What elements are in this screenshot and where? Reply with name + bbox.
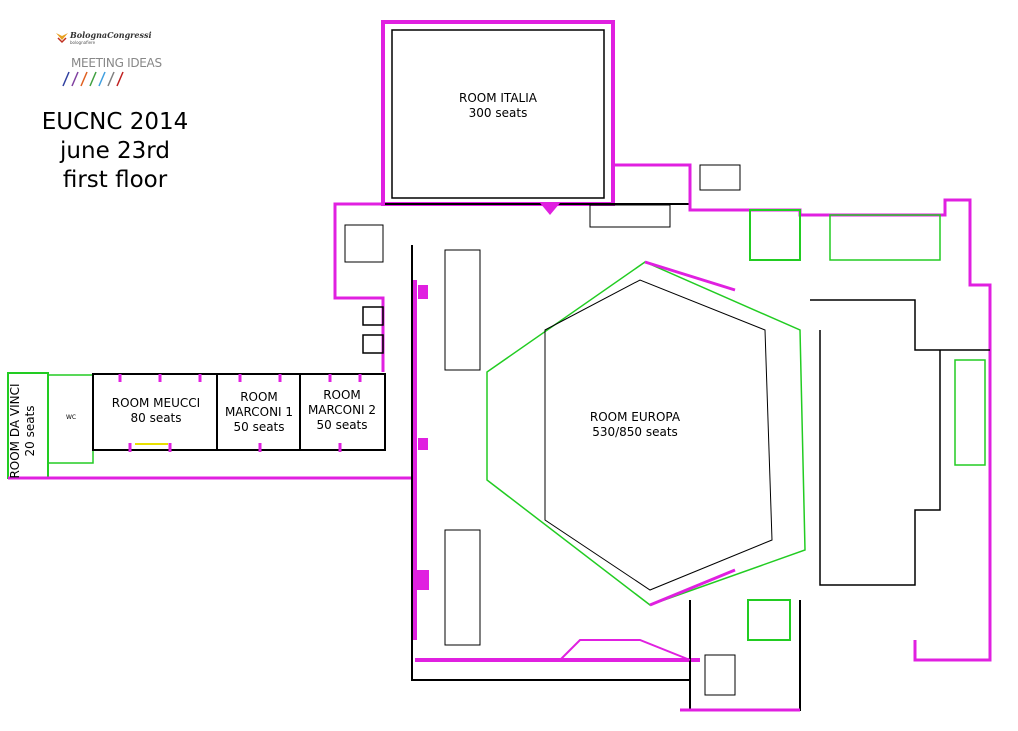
logo-mark-icon [56,33,68,44]
logo-stripes-icon [62,71,124,87]
room-italia-label[interactable]: ROOM ITALIA 300 seats [459,91,537,120]
logo-brand: BolognaCongressi [70,30,152,40]
room-europa-walls [486,260,806,607]
logo-slogan: MEETING IDEAS [71,56,162,70]
central-hall-walls [385,203,700,681]
west-wing-walls [7,372,415,480]
room-marconi-1-label[interactable]: ROOM MARCONI 1 50 seats [224,390,294,434]
room-da-vinci-label[interactable]: ROOM DA VINCI 20 seats [8,383,37,479]
event-title: EUCNC 2014 [41,109,189,135]
room-marconi-2-label[interactable]: ROOM MARCONI 2 50 seats [307,388,377,432]
event-title-block: EUCNC 2014 june 23rd first floor [20,108,210,195]
logo-tagline: bolognafiere [70,40,96,45]
event-floor: first floor [62,167,168,193]
wc-label: WC [66,414,77,421]
event-date: june 23rd [60,138,170,164]
room-meucci-label[interactable]: ROOM MEUCCI 80 seats [111,396,201,425]
north-west-block [333,202,385,372]
east-wing-walls [559,163,992,712]
room-europa-label[interactable]: ROOM EUROPA 530/850 seats [589,410,681,439]
